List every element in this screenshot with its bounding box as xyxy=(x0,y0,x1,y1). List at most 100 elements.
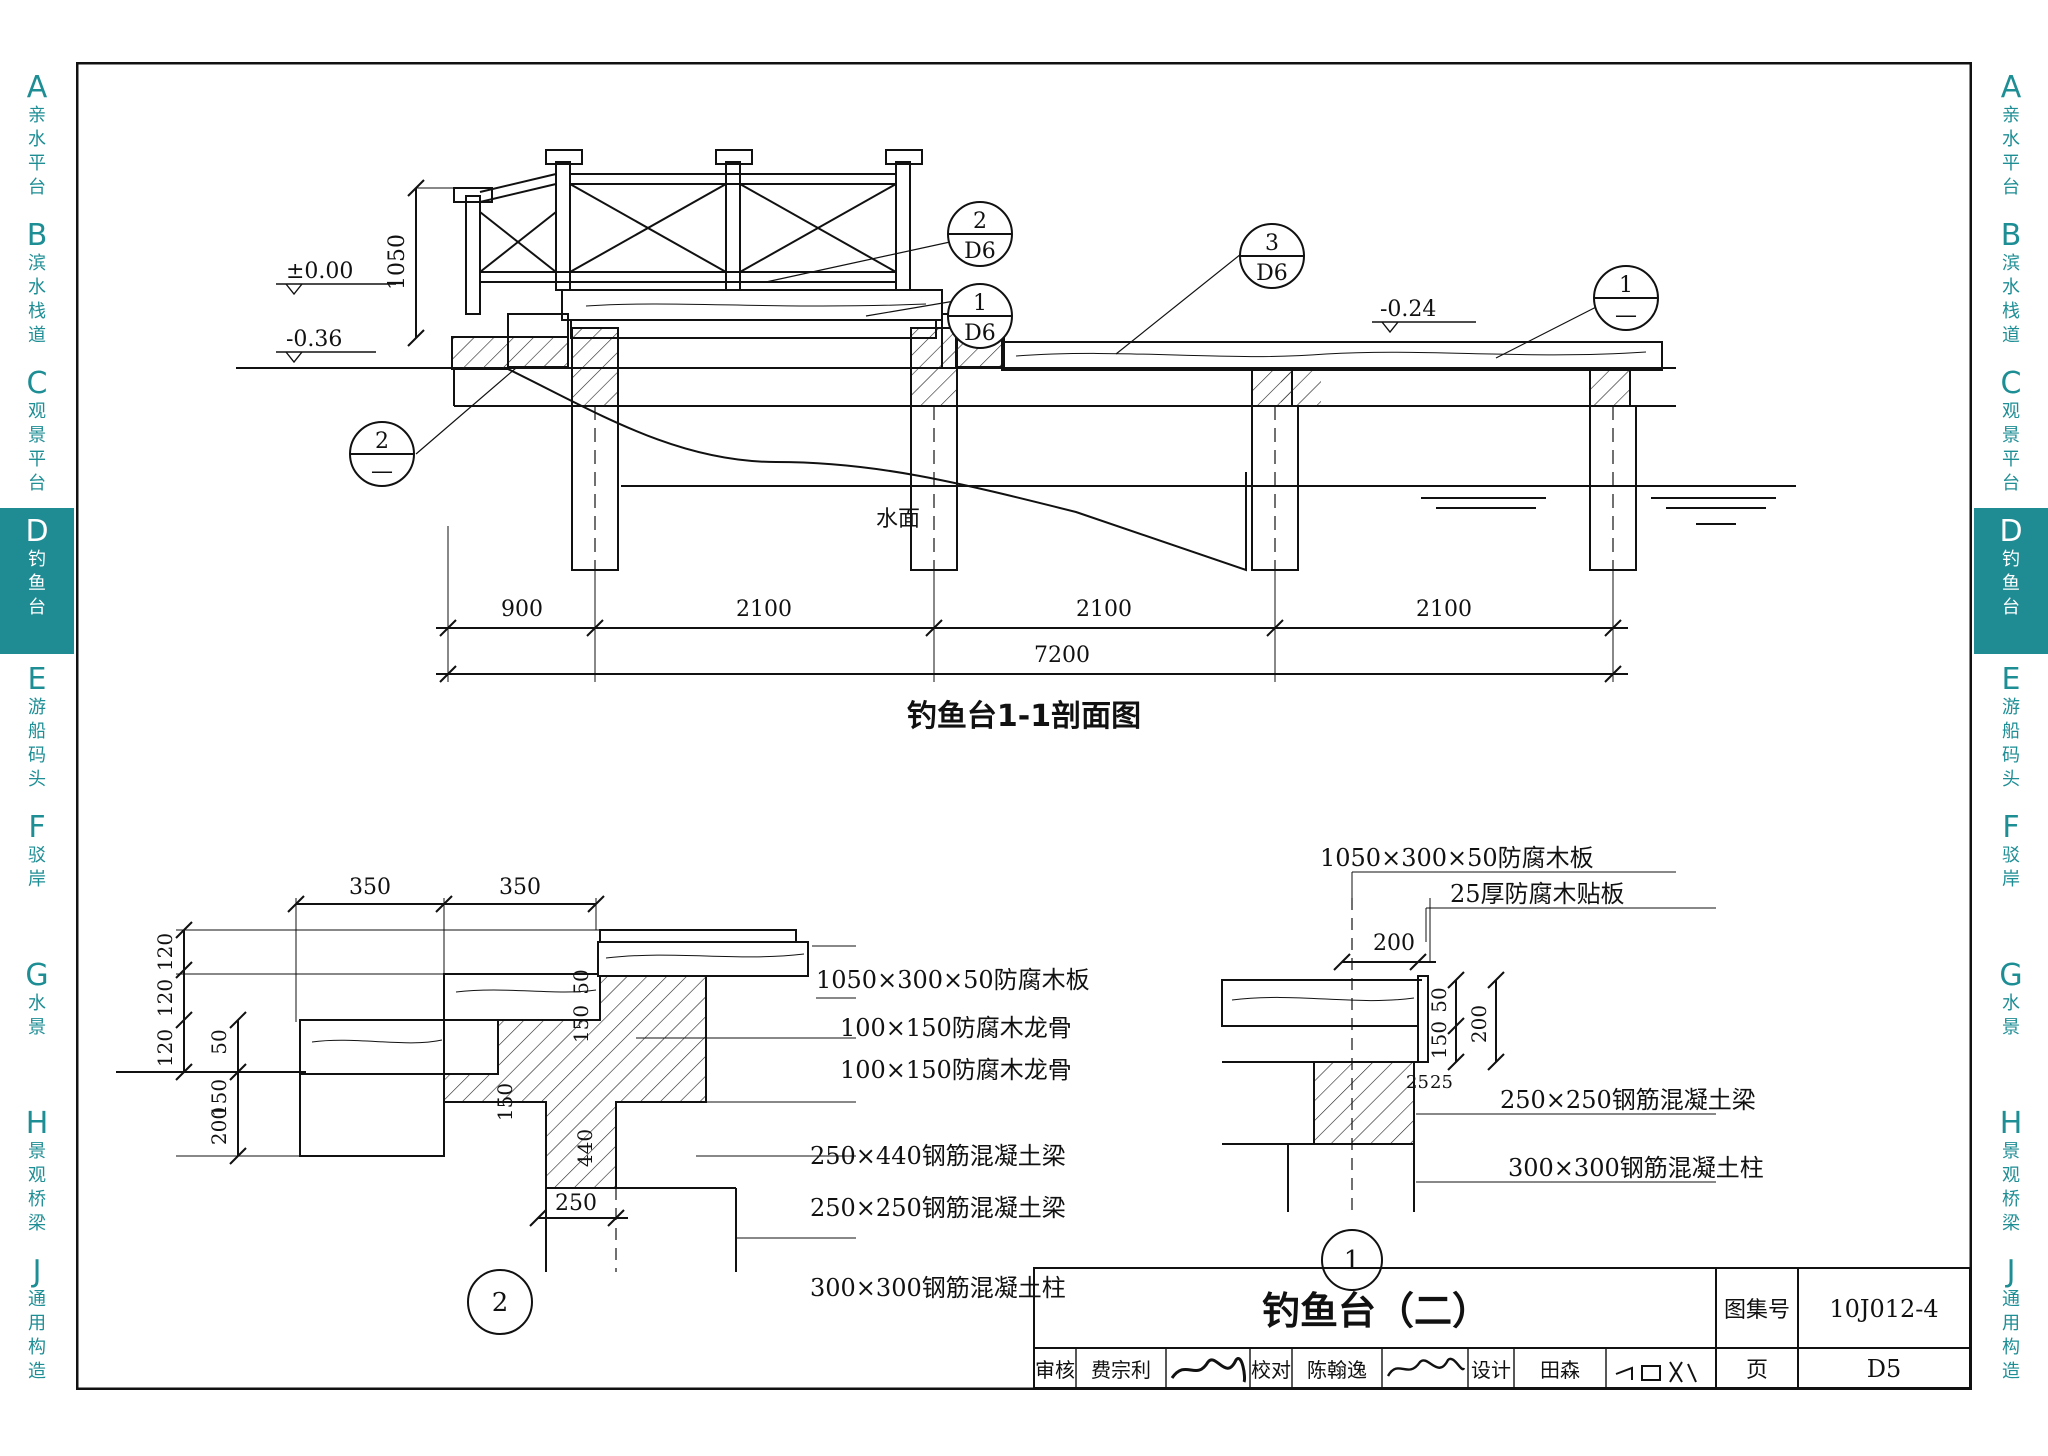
tab-letter: G xyxy=(25,958,49,993)
page-label: 页 xyxy=(1746,1358,1768,1383)
d2-dim-350-b: 350 xyxy=(499,875,541,900)
level-minus-024: -0.24 xyxy=(1380,297,1436,322)
d2-dim-250: 250 xyxy=(555,1191,597,1216)
review-label: 审核 xyxy=(1035,1358,1075,1382)
tab-label: 滨水栈道 xyxy=(28,253,46,346)
callout-2b-ref: — xyxy=(371,459,393,484)
callout-1b-ref: — xyxy=(1615,303,1637,328)
tab-label: 观景平台 xyxy=(2002,401,2020,494)
tab-label: 观景平台 xyxy=(28,401,46,494)
d2-dim-200: 200 xyxy=(207,1107,231,1145)
detail-2-marker xyxy=(467,1269,533,1335)
d1-dim-150: 150 xyxy=(1427,1021,1451,1059)
tab-letter: D xyxy=(25,514,49,549)
detail-1-drawing xyxy=(1221,871,1716,1212)
level-minus-036: -0.36 xyxy=(286,327,342,352)
dim-2100-a: 2100 xyxy=(736,597,792,622)
callout-1-ref: D6 xyxy=(964,321,996,346)
callout-1b-num: 1 xyxy=(1619,273,1633,298)
section-callouts xyxy=(349,201,1659,487)
d2-label-joist-2: 100×150防腐木龙骨 xyxy=(840,1056,1072,1084)
d1-dim-200: 200 xyxy=(1373,931,1415,956)
check-label: 校对 xyxy=(1251,1358,1291,1382)
d2-label-board: 1050×300×50防腐木板 xyxy=(816,966,1090,994)
tab-label: 通用构造 xyxy=(2002,1289,2020,1382)
tab-letter: A xyxy=(26,70,48,105)
tab-letter: C xyxy=(26,366,48,401)
tab-label: 钓鱼台 xyxy=(28,549,46,618)
tab-label: 水景 xyxy=(2002,993,2020,1038)
drawing-sheet: 2 D6 1 D6 3 D6 1 — 2 — 1050 ±0.00 -0.36 … xyxy=(76,62,1972,1390)
dim-2100-b: 2100 xyxy=(1076,597,1132,622)
d1-dim-200-v: 200 xyxy=(1467,1005,1491,1043)
d2-dim-120-b: 120 xyxy=(153,979,177,1017)
checker-name: 陈翰逸 xyxy=(1307,1358,1367,1382)
callout-1-num: 1 xyxy=(973,291,987,316)
callout-2b-num: 2 xyxy=(375,429,389,454)
dim-2100-c: 2100 xyxy=(1416,597,1472,622)
designer-signature xyxy=(1615,1361,1697,1383)
d1-label-board: 1050×300×50防腐木板 xyxy=(1320,844,1594,872)
tab-letter: F xyxy=(28,810,46,845)
sheet-title: 钓鱼台（二） xyxy=(1262,1289,1490,1333)
d1-dim-50: 50 xyxy=(1427,987,1451,1012)
tab-label: 景观桥梁 xyxy=(2002,1141,2020,1234)
d1-label-facing: 25厚防腐木贴板 xyxy=(1450,880,1625,908)
d2-label-beam-250: 250×250钢筋混凝土梁 xyxy=(810,1194,1066,1222)
tab-letter: F xyxy=(2002,810,2020,845)
d2-dim-350-a: 350 xyxy=(349,875,391,900)
tab-label: 钓鱼台 xyxy=(2002,549,2020,618)
reviewer-name: 费宗利 xyxy=(1091,1358,1151,1382)
designer-name: 田森 xyxy=(1540,1358,1580,1382)
tab-label: 景观桥梁 xyxy=(28,1141,46,1234)
tab-label: 驳岸 xyxy=(28,845,46,890)
section-1-1-drawing xyxy=(236,149,1796,683)
tab-letter: J xyxy=(32,1254,42,1289)
d2-dim-50-b: 50 xyxy=(569,969,593,994)
detail-1-number: 1 xyxy=(1344,1246,1361,1276)
d1-dim-25-a: 25 xyxy=(1406,1072,1429,1093)
tab-label: 亲水平台 xyxy=(28,105,46,198)
d2-dim-440: 440 xyxy=(573,1129,597,1167)
d2-label-joist-1: 100×150防腐木龙骨 xyxy=(840,1014,1072,1042)
d2-dim-120-c: 120 xyxy=(153,1029,177,1067)
tab-letter: D xyxy=(1999,514,2023,549)
d2-dim-150-v: 150 xyxy=(493,1083,517,1121)
tab-letter: H xyxy=(1999,1106,2023,1141)
reviewer-signature xyxy=(1170,1356,1246,1383)
tab-letter: E xyxy=(27,662,47,697)
page-number: D5 xyxy=(1867,1355,1902,1383)
checker-signature xyxy=(1386,1357,1466,1377)
callout-2-num: 2 xyxy=(973,209,987,234)
tab-letter: J xyxy=(2006,1254,2016,1289)
tab-label: 通用构造 xyxy=(28,1289,46,1382)
d2-label-beam-440: 250×440钢筋混凝土梁 xyxy=(810,1142,1066,1170)
tab-letter: G xyxy=(1999,958,2023,993)
height-dim-1050: 1050 xyxy=(385,234,410,290)
tab-letter: B xyxy=(26,218,48,253)
tab-label: 亲水平台 xyxy=(2002,105,2020,198)
tab-letter: H xyxy=(25,1106,49,1141)
tab-label: 滨水栈道 xyxy=(2002,253,2020,346)
dim-900: 900 xyxy=(501,597,543,622)
